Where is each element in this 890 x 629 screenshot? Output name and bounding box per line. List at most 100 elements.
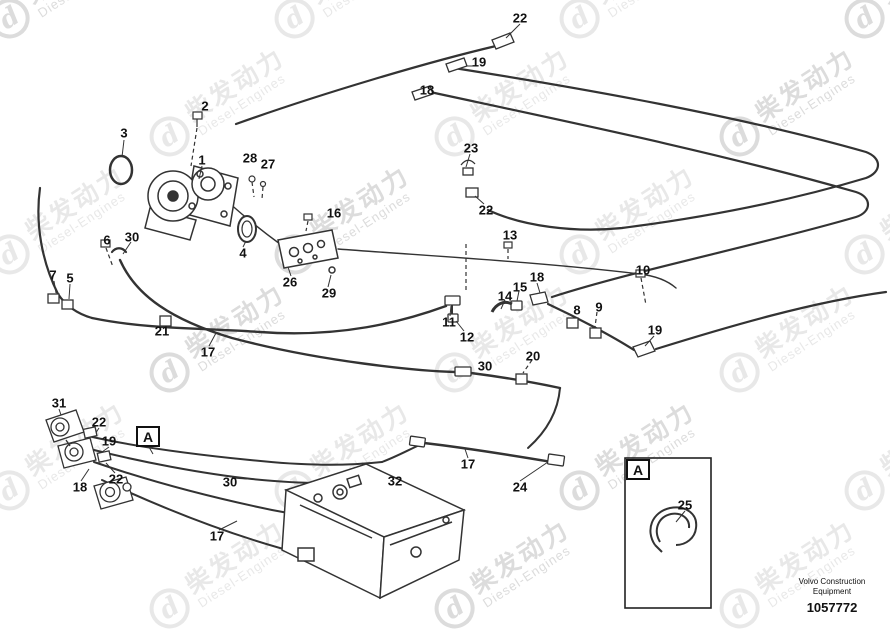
o-ring-3	[108, 154, 134, 186]
elbow-30	[110, 247, 128, 254]
detail-box-outline	[624, 457, 712, 609]
valve-port	[302, 242, 314, 254]
subassembly-31	[45, 409, 134, 510]
dashed-leader-group	[105, 127, 647, 374]
leader	[105, 462, 116, 474]
leader	[231, 477, 248, 480]
elbow-14	[490, 300, 513, 313]
leader	[465, 153, 471, 168]
subassembly-gear-inner	[104, 486, 116, 498]
clamp-23-base	[462, 167, 474, 176]
tank-port	[313, 493, 323, 503]
hose-17-bottom-mid	[422, 441, 554, 464]
hose-link-24	[527, 387, 561, 449]
valve-port	[288, 246, 300, 258]
leader	[519, 461, 549, 482]
leader	[148, 446, 154, 455]
tank-neck	[346, 474, 363, 489]
leader	[644, 335, 655, 347]
leader	[287, 266, 292, 277]
document-number: 1057772	[806, 599, 858, 615]
pipe-valve-to-right	[337, 248, 677, 289]
fitting-group	[408, 32, 656, 467]
fitting-12	[447, 313, 459, 323]
leader	[198, 165, 203, 180]
leader-dashed-9	[594, 311, 598, 328]
leader-dashed-27	[261, 186, 264, 200]
subassembly-link	[65, 439, 71, 447]
leader	[327, 274, 332, 288]
footer-company-line2: Equipment	[812, 587, 852, 597]
clamp-25	[649, 506, 698, 553]
clamp-5	[61, 299, 74, 310]
leader	[675, 510, 686, 523]
clamp-20	[515, 373, 528, 385]
hose-19-bottom-right	[654, 290, 888, 351]
leader	[505, 23, 521, 39]
pump-assembly	[144, 165, 239, 241]
leader	[455, 320, 465, 332]
valve-port	[316, 239, 326, 249]
hose-30-long	[118, 258, 457, 374]
leader-dashed-28	[251, 181, 255, 198]
subassembly-fitting	[82, 426, 98, 439]
bolt-6	[100, 239, 111, 248]
hose-18-sweep	[428, 90, 870, 299]
hose-clamped-8-9	[546, 302, 636, 352]
pump-shaft	[167, 190, 179, 202]
leader	[121, 139, 125, 158]
clamp-7	[47, 293, 60, 304]
fastener-group	[100, 111, 646, 278]
leader	[536, 282, 541, 294]
leader	[516, 290, 520, 302]
leader-dashed-6	[105, 247, 114, 268]
tank-seam	[389, 521, 453, 546]
leader	[500, 299, 506, 310]
clamp-8	[566, 317, 579, 329]
tank-filler-cap-inner	[336, 488, 344, 496]
clamp-group	[47, 159, 602, 385]
flange-inner	[241, 220, 253, 238]
hose-19-sweep	[452, 66, 880, 231]
tank-32	[281, 463, 467, 600]
footer-company-line1: Volvo Construction	[798, 577, 866, 586]
flange-4	[237, 215, 257, 243]
subassembly-port	[122, 482, 132, 492]
hose-bl-1	[87, 435, 383, 466]
clamp-9	[589, 327, 602, 339]
bolt-10	[635, 269, 646, 278]
pump-port-inner	[200, 176, 216, 192]
bolt-2	[192, 111, 203, 120]
fitting-15	[510, 300, 523, 311]
leader	[80, 468, 90, 482]
leader	[218, 520, 238, 531]
fitting-24	[546, 453, 566, 467]
detail-box-label: A	[626, 459, 650, 480]
hose-group	[37, 44, 888, 565]
hose-pump-top	[234, 44, 498, 126]
hose-17-long	[90, 304, 448, 335]
valve-block-26	[277, 229, 339, 274]
subassembly-gear-inner	[69, 447, 79, 457]
pump-bolt-hole	[188, 202, 196, 210]
bolt-13	[503, 241, 513, 249]
leader	[68, 283, 71, 300]
clamp-22-mid	[465, 187, 479, 198]
fitting-18-top	[411, 85, 434, 101]
pump-bolt-hole	[224, 182, 232, 190]
pump-bolt-hole	[220, 210, 228, 218]
tank-drain	[410, 546, 422, 558]
fitting-17-bottom	[408, 435, 426, 448]
clamp-25-band-outer	[649, 506, 698, 546]
leader-dashed-2	[190, 127, 198, 167]
leader-dashed-16	[305, 220, 309, 232]
leader	[101, 446, 110, 453]
leader	[242, 240, 247, 248]
clamp-25-band-inner	[655, 512, 691, 543]
leader	[464, 448, 469, 459]
leader-group	[53, 23, 686, 531]
leader-dashed-20	[522, 359, 533, 374]
clamp-25-tab	[654, 544, 663, 553]
